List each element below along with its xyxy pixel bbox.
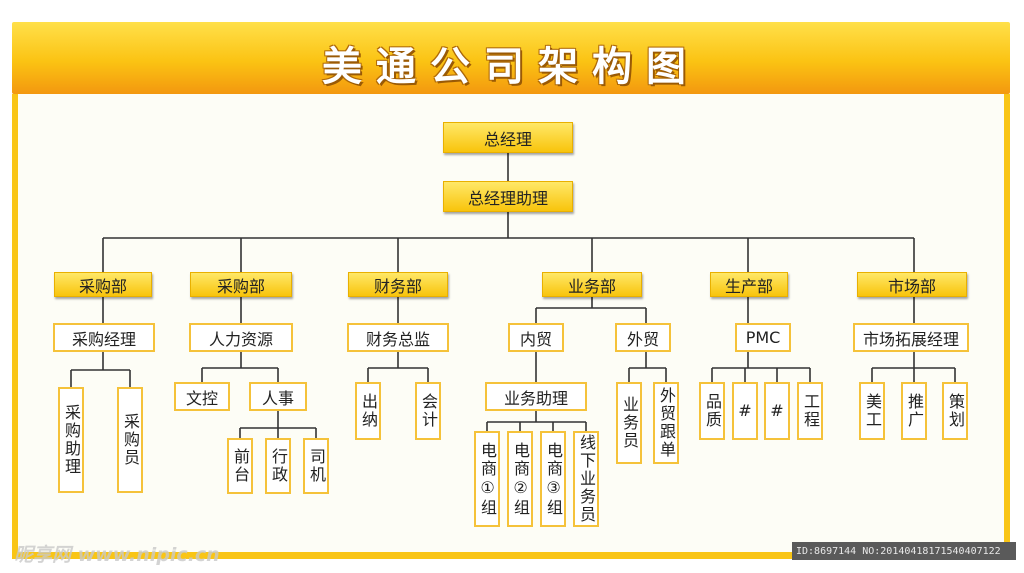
cashier: 出纳 <box>355 382 381 440</box>
title-banner: 美通公司架构图 <box>12 22 1010 94</box>
purchaser: 采购员 <box>117 387 143 493</box>
accountant: 会计 <box>415 382 441 440</box>
administration: 行政 <box>265 438 291 494</box>
quality: 品质 <box>699 382 725 440</box>
ecommerce-group-1: 电商①组 <box>474 431 500 527</box>
bottom-border <box>12 552 1010 559</box>
business-assistant: 业务助理 <box>485 382 587 411</box>
market-expansion-manager: 市场拓展经理 <box>853 323 969 352</box>
left-border <box>12 94 18 558</box>
placeholder-1: # <box>732 382 758 440</box>
foreign-salesperson: 业务员 <box>616 382 642 464</box>
promotion: 推广 <box>901 382 927 440</box>
dept-production: 生产部 <box>710 272 788 297</box>
purchase-manager: 采购经理 <box>53 323 155 352</box>
dept-business: 业务部 <box>542 272 642 297</box>
right-border <box>1004 94 1010 558</box>
document-control: 文控 <box>174 382 230 411</box>
front-desk: 前台 <box>227 438 253 494</box>
planning: 策划 <box>942 382 968 440</box>
hr-box: 人力资源 <box>189 323 293 352</box>
personnel: 人事 <box>249 382 307 411</box>
watermark: 昵享网 www.nipic.cn <box>14 544 220 566</box>
dept-finance: 财务部 <box>348 272 448 297</box>
foreign-trade: 外贸 <box>615 323 671 352</box>
ecommerce-group-2: 电商②组 <box>507 431 533 527</box>
driver: 司机 <box>303 438 329 494</box>
placeholder-2: # <box>764 382 790 440</box>
finance-director: 财务总监 <box>347 323 449 352</box>
ceo-assistant-box: 总经理助理 <box>443 181 573 212</box>
ecommerce-group-3: 电商③组 <box>540 431 566 527</box>
dept-market: 市场部 <box>857 272 967 297</box>
ceo-box: 总经理 <box>443 122 573 153</box>
image-id-banner: ID:8697144 NO:20140418171540407122 <box>792 542 1016 560</box>
offline-salesperson: 线下业务员 <box>573 431 599 527</box>
dept-purchase-1: 采购部 <box>54 272 152 297</box>
foreign-trade-merchandiser: 外贸跟单 <box>653 382 679 464</box>
engineering: 工程 <box>797 382 823 440</box>
domestic-trade: 内贸 <box>508 323 564 352</box>
chart-title: 美通公司架构图 <box>322 44 700 90</box>
art-designer: 美工 <box>859 382 885 440</box>
dept-purchase-2: 采购部 <box>190 272 292 297</box>
pmc-box: PMC <box>735 323 791 352</box>
purchase-assistant: 采购助理 <box>58 387 84 493</box>
